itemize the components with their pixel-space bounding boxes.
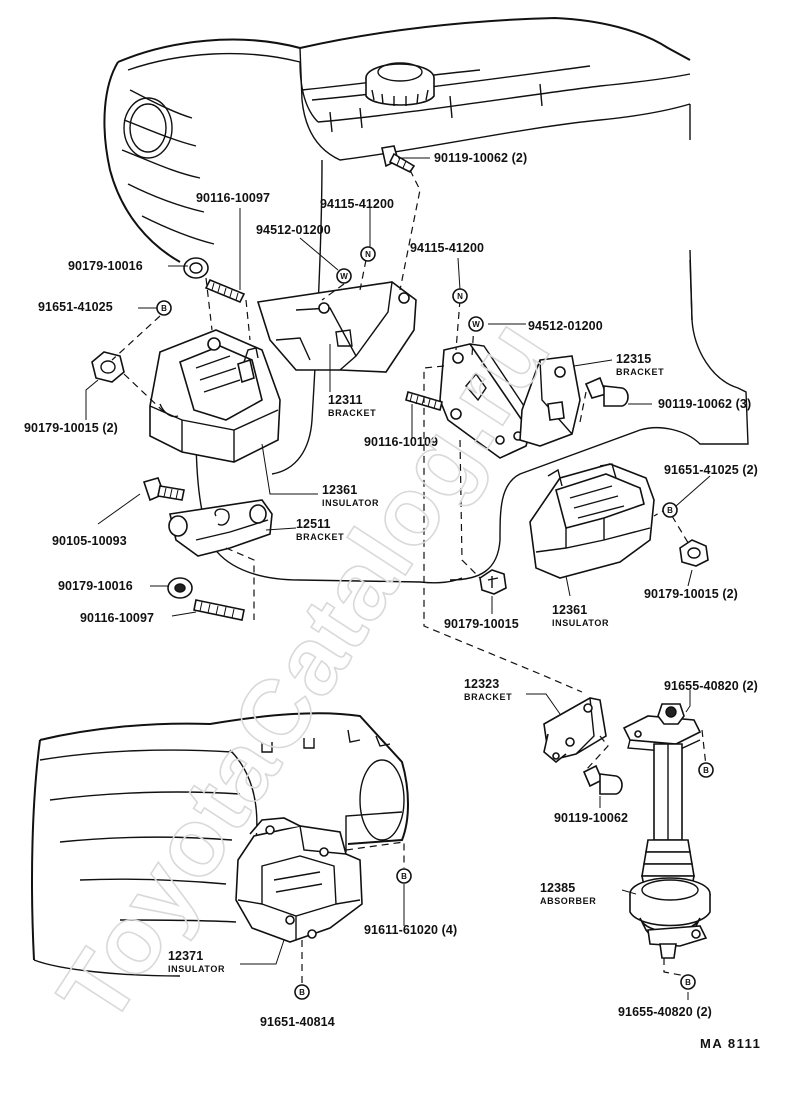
label-12361-right-sub: INSULATOR — [552, 618, 609, 628]
label-12361-right: 12361 — [552, 603, 587, 617]
label-12323-sub: BRACKET — [464, 692, 512, 702]
bolt-90116-10097-bottom — [193, 599, 245, 621]
diagram-code: MA 8111 — [700, 1036, 761, 1051]
label-12385-sub: ABSORBER — [540, 896, 596, 906]
label-90119-10062: 90119-10062 — [554, 811, 628, 825]
bracket-12311 — [256, 281, 417, 373]
svg-text:B: B — [667, 506, 673, 515]
label-90116-10097-top: 90116-10097 — [196, 191, 270, 205]
label-90116-10097-bottom: 90116-10097 — [80, 611, 154, 625]
insulator-12371 — [235, 817, 363, 943]
label-94512-01200-a: 94512-01200 — [256, 223, 331, 237]
label-90119-10062-2: 90119-10062 (2) — [434, 151, 527, 165]
label-90105-10093: 90105-10093 — [52, 534, 127, 548]
label-12511-sub: BRACKET — [296, 532, 344, 542]
svg-text:W: W — [340, 272, 348, 281]
nut-90179-10015-center — [479, 569, 507, 595]
label-12385: 12385 — [540, 881, 575, 895]
bolt-90119-10062-lower — [582, 764, 623, 795]
bolt-90116-10097-top — [204, 278, 246, 304]
label-91655-40820-bottom: 91655-40820 (2) — [618, 1005, 712, 1019]
label-94115-41200-b: 94115-41200 — [410, 241, 484, 255]
label-90116-10109: 90116-10109 — [364, 435, 438, 449]
label-12371-sub: INSULATOR — [168, 964, 225, 974]
svg-text:B: B — [703, 766, 709, 775]
bracket-12511 — [168, 499, 273, 557]
bracket-12323 — [543, 697, 607, 764]
leader-lines — [85, 157, 711, 1000]
marker-b-6: B — [680, 974, 696, 990]
engine-block — [103, 16, 749, 584]
marker-w-2: W — [468, 316, 484, 332]
nut-90179-10016-top — [183, 257, 209, 279]
label-12323: 12323 — [464, 677, 499, 691]
marker-b-3: B — [698, 762, 714, 778]
bolt-90105-10093 — [142, 477, 185, 502]
marker-n-2: N — [452, 288, 468, 304]
label-12315-sub: BRACKET — [616, 367, 664, 377]
label-12361-left-sub: INSULATOR — [322, 498, 379, 508]
insulator-12361-left — [149, 329, 281, 463]
label-90179-10015-2-left: 90179-10015 (2) — [24, 421, 118, 435]
bracket-center — [439, 343, 542, 459]
marker-b-2: B — [662, 502, 678, 518]
bolt-90119-10062-right — [584, 376, 629, 407]
label-90179-10015: 90179-10015 — [444, 617, 519, 631]
nut-90179-10015-right — [679, 539, 709, 567]
svg-text:B: B — [685, 978, 691, 987]
label-90119-10062-3: 90119-10062 (3) — [658, 397, 751, 411]
marker-b-1: B — [156, 300, 172, 316]
label-12311-sub: BRACKET — [328, 408, 376, 418]
label-12511: 12511 — [296, 517, 331, 531]
label-91655-40820-top: 91655-40820 (2) — [664, 679, 758, 693]
svg-text:N: N — [365, 250, 371, 259]
svg-text:W: W — [472, 320, 480, 329]
marker-n-1: N — [360, 246, 376, 262]
bolt-90119-10062-top — [381, 145, 416, 174]
label-12371: 12371 — [168, 949, 203, 963]
label-12315: 12315 — [616, 352, 651, 366]
label-91651-41025: 91651-41025 — [38, 300, 113, 314]
label-91611-61020: 91611-61020 (4) — [364, 923, 457, 937]
label-12311: 12311 — [328, 393, 363, 407]
transmission-case — [31, 712, 409, 977]
label-90179-10016-bottom: 90179-10016 — [58, 579, 133, 593]
label-91651-41025-2: 91651-41025 (2) — [664, 463, 758, 477]
svg-text:B: B — [401, 872, 407, 881]
absorber-12385 — [622, 703, 711, 959]
label-90179-10015-2-right: 90179-10015 (2) — [644, 587, 738, 601]
nut-90179-10016-bottom — [167, 577, 193, 599]
insulator-12361-right — [529, 463, 655, 579]
svg-text:B: B — [161, 304, 167, 313]
nut-90179-10015-left — [91, 351, 125, 383]
label-12361-left: 12361 — [322, 483, 357, 497]
bracket-12315 — [519, 355, 581, 447]
label-94115-41200-a: 94115-41200 — [320, 197, 394, 211]
marker-b-5: B — [294, 984, 310, 1000]
marker-w-1: W — [336, 268, 352, 284]
label-91651-40814: 91651-40814 — [260, 1015, 335, 1029]
label-90179-10016-top: 90179-10016 — [68, 259, 143, 273]
svg-text:N: N — [457, 292, 463, 301]
svg-text:B: B — [299, 988, 305, 997]
marker-b-4: B — [396, 868, 412, 884]
label-94512-01200-b: 94512-01200 — [528, 319, 603, 333]
